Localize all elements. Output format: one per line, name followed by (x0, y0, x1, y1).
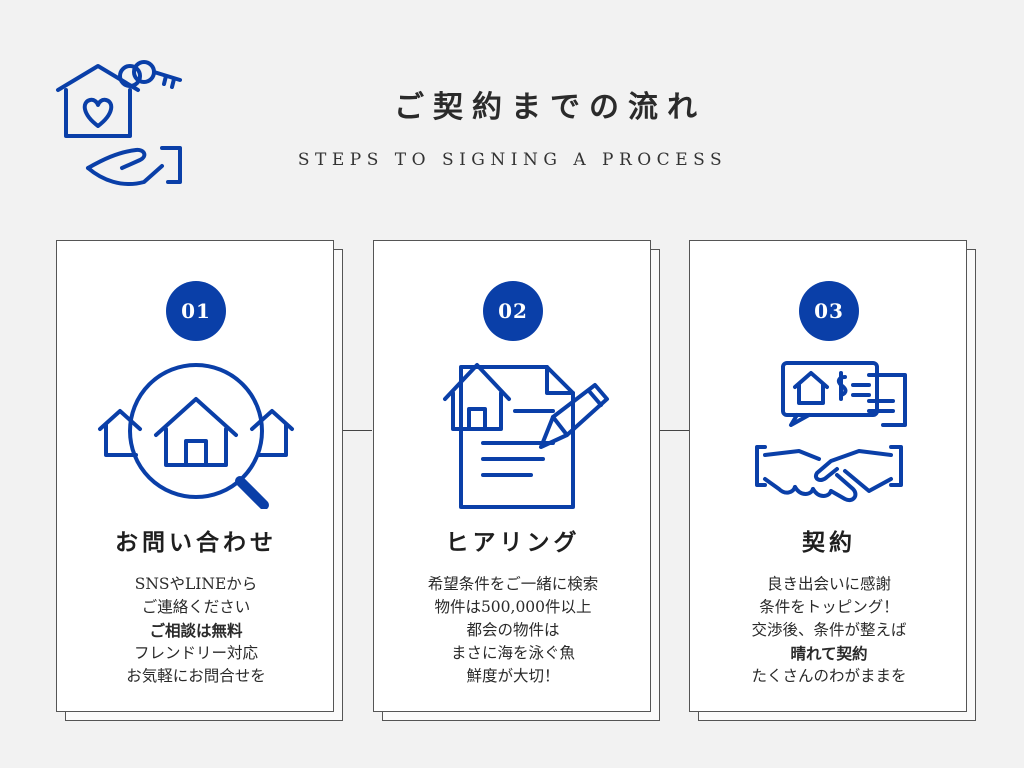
description-line: 晴れて契約 (790, 644, 868, 663)
step-card-1: 01 お問い合わせ SNSやLINEから ご連絡ください ご相談 (56, 240, 343, 721)
description-line: 鮮度が大切！ (466, 667, 560, 685)
step-title: お問い合わせ (115, 529, 277, 556)
page-subtitle: STEPS TO SIGNING A PROCESS (297, 150, 728, 170)
step-number-badge: 01 (166, 281, 226, 341)
step-number-badge: 03 (799, 281, 859, 341)
step-number-badge: 02 (483, 281, 543, 341)
description-line: 良き出会いに感謝 (766, 575, 891, 593)
description-line: たくさんのわがままを (751, 667, 907, 685)
page-title: ご契約までの流れ (394, 90, 706, 125)
card-face: 02 ヒアリング 希望条件をご一緒に検索 (373, 240, 651, 712)
card-face: 03 (689, 240, 967, 712)
step-description: 希望条件をご一緒に検索 物件は500,000件以上 都会の物件は まさに海を泳ぐ… (374, 573, 652, 688)
description-line: フレンドリー対応 (133, 644, 258, 662)
description-line: お気軽にお問合せを (126, 667, 266, 685)
connector-line (651, 430, 689, 431)
step-description: 良き出会いに感謝 条件をトッピング！ 交渉後、条件が整えば 晴れて契約 たくさん… (690, 573, 968, 688)
house-document-pen-icon (443, 363, 609, 509)
description-line: 都会の物件は (466, 621, 560, 639)
description-line: ご相談は無料 (149, 621, 243, 640)
house-search-icon (98, 363, 294, 509)
description-line: 物件は500,000件以上 (434, 598, 592, 616)
description-line: ご連絡ください (141, 598, 251, 616)
card-face: 01 お問い合わせ SNSやLINEから ご連絡ください ご相談 (56, 240, 334, 712)
step-description: SNSやLINEから ご連絡ください ご相談は無料 フレンドリー対応 お気軽にお… (57, 573, 335, 688)
house-key-hand-icon (56, 60, 182, 187)
connector-line (334, 430, 372, 431)
description-line: 交渉後、条件が整えば (751, 621, 907, 639)
description-line: 条件をトッピング！ (759, 598, 899, 616)
step-title: 契約 (802, 529, 856, 556)
description-line: 希望条件をご一緒に検索 (427, 575, 599, 593)
description-line: SNSやLINEから (134, 575, 258, 593)
description-line: まさに海を泳ぐ魚 (450, 644, 575, 662)
step-card-3: 03 (689, 240, 976, 721)
step-title: ヒアリング (445, 529, 581, 556)
contract-handshake-icon (755, 361, 907, 502)
step-card-2: 02 ヒアリング 希望条件をご一緒に検索 (373, 240, 660, 721)
